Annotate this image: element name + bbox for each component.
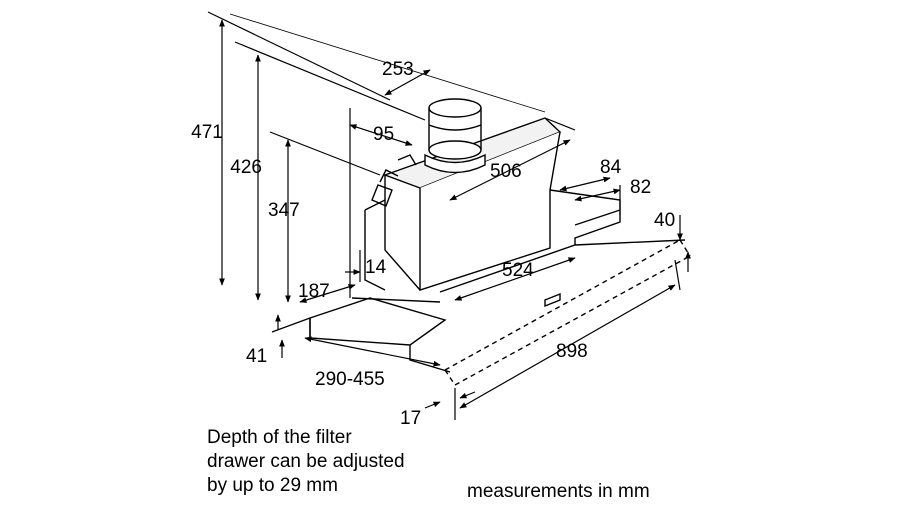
- dimension-labels: 471 426 347 253 95 506 84 82 40 14 524 1…: [191, 59, 675, 429]
- dim-84: 84: [600, 157, 622, 178]
- dim-17: 17: [400, 408, 421, 429]
- dim-253: 253: [382, 59, 414, 80]
- dim-347: 347: [268, 200, 300, 221]
- dim-187: 187: [298, 281, 330, 302]
- dimension-lines: [207, 11, 691, 420]
- dim-82: 82: [630, 177, 651, 198]
- dim-898: 898: [556, 341, 588, 362]
- filter-drawer-note-line-2: drawer can be adjusted: [207, 451, 405, 472]
- units-note: measurements in mm: [467, 481, 650, 502]
- dim-41: 41: [246, 346, 267, 367]
- dim-471: 471: [191, 122, 223, 143]
- filter-drawer-note-line-1: Depth of the filter: [207, 427, 352, 448]
- filter-drawer-note-line-3: by up to 29 mm: [207, 475, 338, 496]
- dim-290-455: 290-455: [315, 369, 385, 390]
- dim-95: 95: [373, 124, 394, 145]
- dim-14: 14: [365, 257, 387, 278]
- dim-506: 506: [490, 161, 522, 182]
- hood-outline: [309, 98, 691, 386]
- dim-40: 40: [654, 210, 675, 231]
- dim-524: 524: [502, 260, 534, 281]
- dim-426: 426: [230, 157, 262, 178]
- filter-drawer-note: Depth of the filter drawer can be adjust…: [207, 426, 467, 498]
